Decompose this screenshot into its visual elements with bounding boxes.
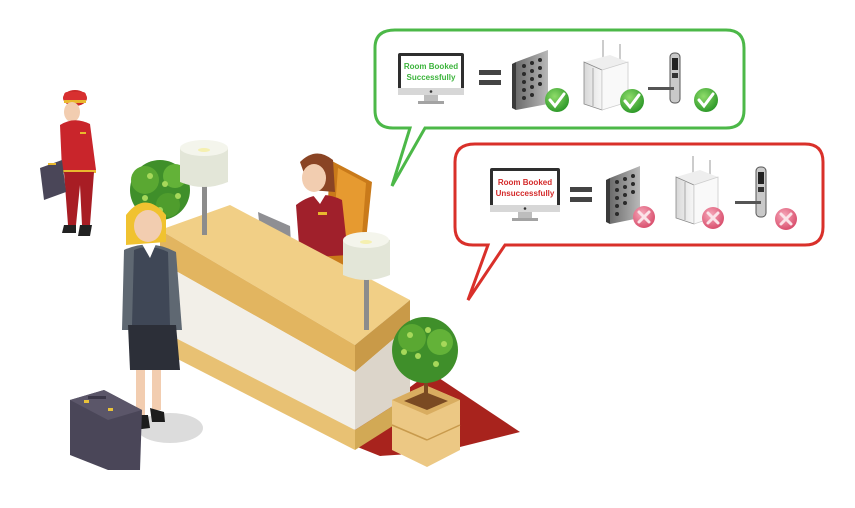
cross-icon <box>702 207 724 229</box>
check-icon <box>545 88 569 112</box>
businesswoman-suitcase <box>70 390 142 470</box>
success-speech-bubble: Room Booked Successfully <box>373 28 746 187</box>
failure-monitor-line2: Unsuccessfully <box>496 189 555 198</box>
plant-right <box>391 317 461 467</box>
desk-lamp-right <box>343 232 390 330</box>
success-equals-sign <box>479 70 501 85</box>
bellboy-figure <box>60 90 96 236</box>
keypad-panel-icon <box>606 166 655 228</box>
door-lock-icon <box>735 166 797 230</box>
power-cabinet-icon <box>675 156 724 229</box>
failure-equals-sign <box>570 187 592 202</box>
success-monitor-icon: Room Booked Successfully <box>398 53 464 104</box>
receptionist-figure <box>296 153 348 258</box>
success-monitor-line2: Successfully <box>407 73 456 82</box>
failure-monitor-icon: Room Booked Unsuccessfully <box>490 168 560 221</box>
check-icon <box>694 88 718 112</box>
success-monitor-line1: Room Booked <box>404 62 458 71</box>
bellboy-suitcase <box>40 160 66 200</box>
cross-icon <box>775 208 797 230</box>
check-icon <box>620 89 644 113</box>
door-lock-icon <box>648 52 718 112</box>
failure-speech-bubble: Room Booked Unsuccessfully <box>453 142 825 301</box>
cross-icon <box>633 206 655 228</box>
keypad-panel-icon <box>512 50 569 112</box>
businesswoman-figure <box>122 202 203 443</box>
desk-lamp-left <box>180 140 228 235</box>
power-cabinet-icon <box>583 40 644 113</box>
failure-monitor-line1: Room Booked <box>498 178 552 187</box>
